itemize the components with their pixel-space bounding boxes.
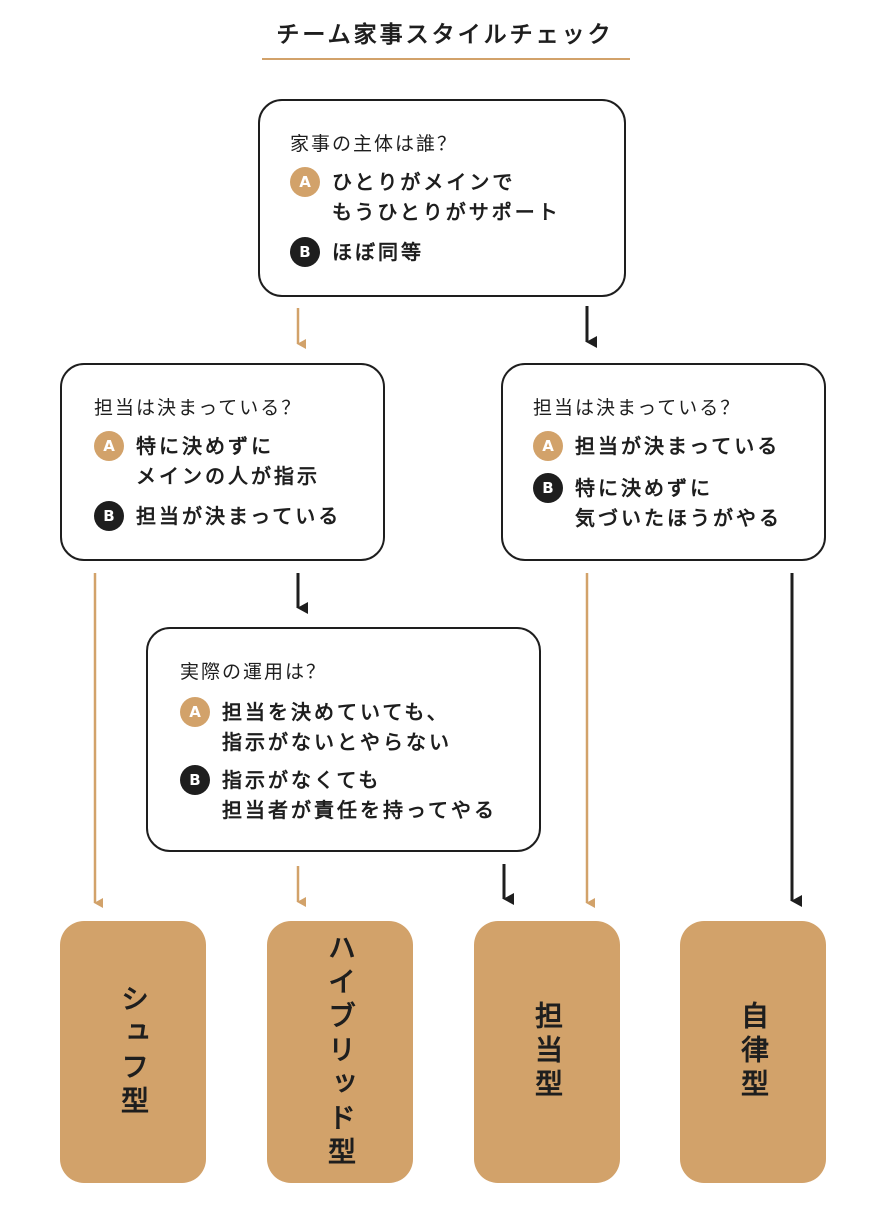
option-b-text: ほぼ同等 xyxy=(332,240,424,264)
result-label: 担当型 xyxy=(531,1001,564,1103)
question-box-main-actor: 家事の主体は誰？ A ひとりがメインで もうひとりがサポート B ほぼ同等 xyxy=(258,99,626,297)
option-a-text: ひとりがメインで もうひとりがサポート xyxy=(332,170,561,224)
question-box-actual-operation: 実際の運用は？ A 担当を決めていても、 指示がないとやらない B 指示がなくて… xyxy=(146,627,541,852)
result-label: シュフ型 xyxy=(117,984,150,1120)
option-a-badge: A xyxy=(533,431,563,461)
option-b-text: 担当が決まっている xyxy=(136,504,342,528)
result-jiritsu-type: 自律型 xyxy=(680,921,826,1183)
question-text: 家事の主体は誰？ xyxy=(290,133,459,155)
option-a-badge: A xyxy=(180,697,210,727)
option-b-badge: B xyxy=(533,473,563,503)
option-b-badge: B xyxy=(290,237,320,267)
result-label: ハイブリッド型 xyxy=(324,933,357,1171)
option-a-text: 担当を決めていても、 指示がないとやらない xyxy=(222,700,452,754)
question-box-assignment-left: 担当は決まっている？ A 特に決めずに メインの人が指示 B 担当が決まっている xyxy=(60,363,385,561)
question-text: 担当は決まっている？ xyxy=(533,397,742,419)
option-a-badge: A xyxy=(94,431,124,461)
result-label: 自律型 xyxy=(737,1001,770,1103)
option-b-badge: B xyxy=(180,765,210,795)
result-tanto-type: 担当型 xyxy=(474,921,620,1183)
title-underline xyxy=(262,58,630,60)
result-shufu-type: シュフ型 xyxy=(60,921,206,1183)
option-a-text: 担当が決まっている xyxy=(575,434,781,458)
option-a-text: 特に決めずに メインの人が指示 xyxy=(136,434,320,488)
option-a-badge: A xyxy=(290,167,320,197)
option-b-text: 特に決めずに 気づいたほうがやる xyxy=(575,476,782,530)
option-b-text: 指示がなくても 担当者が責任を持ってやる xyxy=(222,768,497,822)
question-box-assignment-right: 担当は決まっている？ A 担当が決まっている B 特に決めずに 気づいたほうがや… xyxy=(501,363,826,561)
question-text: 担当は決まっている？ xyxy=(94,397,303,419)
page-title: チーム家事スタイルチェック xyxy=(276,22,614,48)
question-text: 実際の運用は？ xyxy=(180,661,328,683)
result-hybrid-type: ハイブリッド型 xyxy=(267,921,413,1183)
option-b-badge: B xyxy=(94,501,124,531)
